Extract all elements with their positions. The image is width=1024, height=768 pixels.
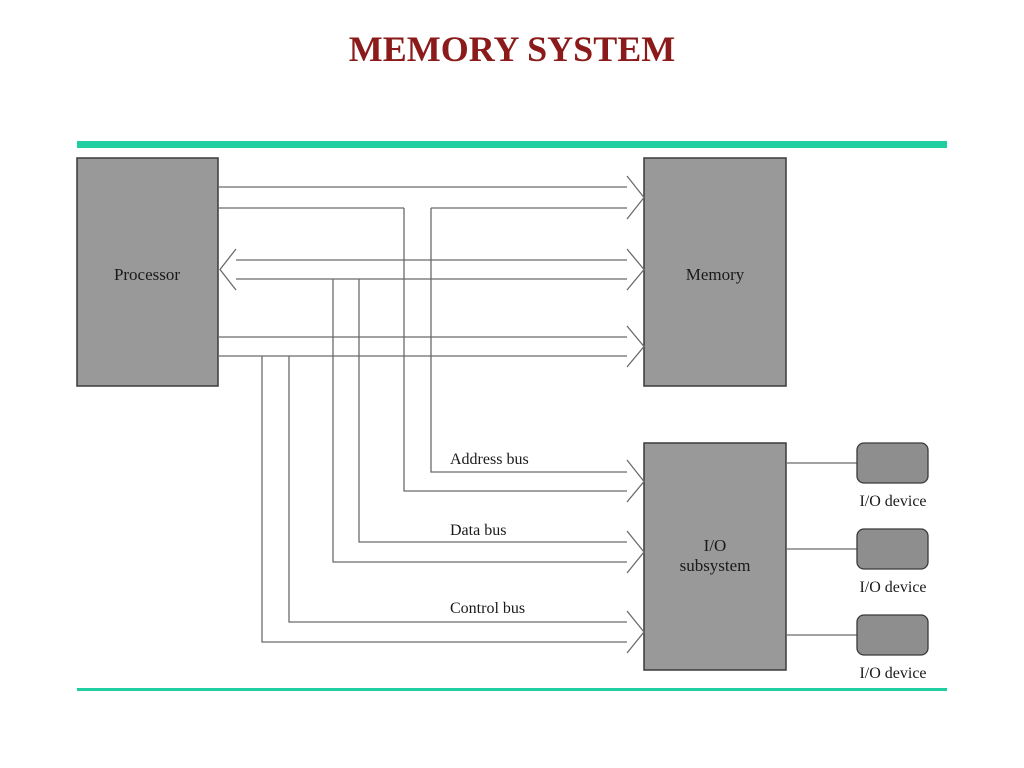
control-bus-memory-arrow [218, 325, 645, 368]
io-device-box [856, 442, 929, 484]
io-device-1: I/O device [786, 442, 929, 510]
control-bus-io-arrow [261, 356, 645, 654]
control-bus-label: Control bus [450, 600, 525, 617]
io-device-2: I/O device [786, 528, 929, 596]
io-device-box [856, 614, 929, 656]
io-device-label: I/O device [859, 665, 926, 682]
slide-title: MEMORY SYSTEM [348, 29, 676, 69]
address-bus-memory-arrow [218, 175, 645, 220]
memory-block [643, 157, 787, 387]
bottom-accent-rule [77, 688, 947, 691]
io-device-label: I/O device [859, 493, 926, 510]
address-bus-label: Address bus [450, 451, 529, 468]
io-device-label: I/O device [859, 579, 926, 596]
io-device-box [856, 528, 929, 570]
io-subsystem-label-line1: I/O [704, 536, 727, 555]
top-accent-rule [77, 141, 947, 148]
memory-label: Memory [686, 265, 745, 284]
address-bus-io-arrow [403, 208, 645, 503]
data-bus-label: Data bus [450, 522, 506, 539]
data-bus-io-arrow [332, 279, 645, 574]
io-subsystem-label-line2: subsystem [680, 556, 751, 575]
processor-block [76, 157, 219, 387]
io-subsystem-block [643, 442, 787, 671]
io-device-3: I/O device [786, 614, 929, 682]
data-bus-memory-arrow [219, 248, 645, 291]
processor-label: Processor [114, 265, 180, 284]
